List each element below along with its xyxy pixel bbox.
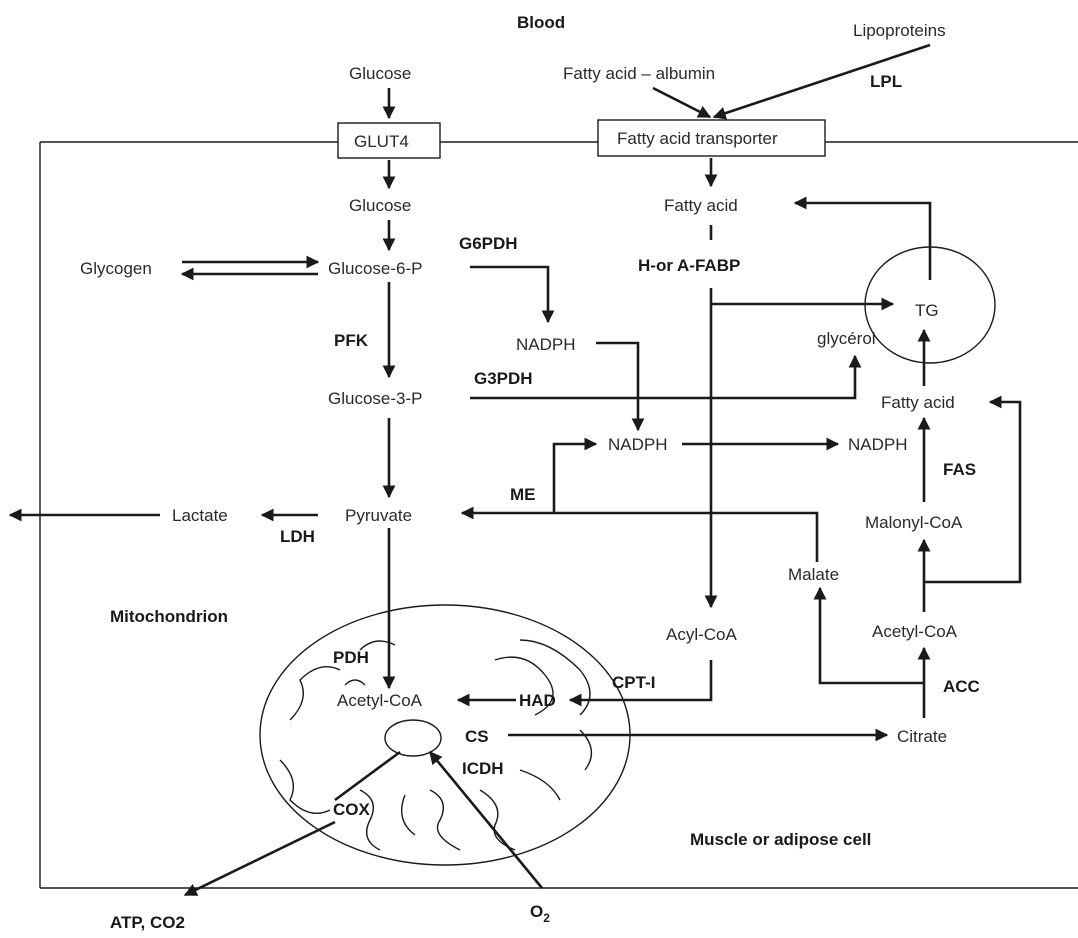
pathway-arrows bbox=[8, 43, 1022, 897]
nadph-label-1: NADPH bbox=[516, 335, 576, 354]
glucose-6p-label: Glucose-6-P bbox=[328, 259, 422, 278]
blood-label: Blood bbox=[517, 13, 565, 32]
o2-label: O2 bbox=[530, 902, 550, 925]
icdh-label: ICDH bbox=[462, 759, 504, 778]
lpl-label: LPL bbox=[870, 72, 902, 91]
pfk-label: PFK bbox=[334, 331, 369, 350]
fatty-acid-synth-label: Fatty acid bbox=[881, 393, 955, 412]
atp-co2-label: ATP, CO2 bbox=[110, 913, 185, 932]
tg-label: TG bbox=[915, 301, 939, 320]
malate-label: Malate bbox=[788, 565, 839, 584]
glucose-blood-label: Glucose bbox=[349, 64, 411, 83]
mitochondrion-shape bbox=[259, 604, 631, 866]
fas-label: FAS bbox=[943, 460, 976, 479]
citrate-label: Citrate bbox=[897, 727, 947, 746]
had-label: HAD bbox=[519, 691, 556, 710]
cpt1-label: CPT-I bbox=[612, 673, 655, 692]
fatty-acid-transporter-label: Fatty acid transporter bbox=[617, 129, 778, 148]
acetyl-coa-cyto-label: Acetyl-CoA bbox=[872, 622, 958, 641]
glucose-cell-label: Glucose bbox=[349, 196, 411, 215]
g6pdh-label: G6PDH bbox=[459, 234, 518, 253]
glycogen-label: Glycogen bbox=[80, 259, 152, 278]
acc-label: ACC bbox=[943, 677, 980, 696]
nadph-label-3: NADPH bbox=[848, 435, 908, 454]
nadph-label-2: NADPH bbox=[608, 435, 668, 454]
cox-label: COX bbox=[333, 800, 371, 819]
glucose-3p-label: Glucose-3-P bbox=[328, 389, 422, 408]
ldh-label: LDH bbox=[280, 527, 315, 546]
lipoproteins-label: Lipoproteins bbox=[853, 21, 946, 40]
fabp-label: H-or A-FABP bbox=[638, 256, 740, 275]
fatty-acid-cell-label: Fatty acid bbox=[664, 196, 738, 215]
g3pdh-label: G3PDH bbox=[474, 369, 533, 388]
lactate-label: Lactate bbox=[172, 506, 228, 525]
acyl-coa-label: Acyl-CoA bbox=[666, 625, 738, 644]
fatty-acid-transporter-box bbox=[597, 119, 826, 157]
me-label: ME bbox=[510, 485, 536, 504]
glut4-label: GLUT4 bbox=[354, 132, 409, 151]
enzyme-labels: LPL G6PDH H-or A-FABP PFK G3PDH FAS ME L… bbox=[280, 72, 980, 819]
glycerol-label: glycérol bbox=[817, 329, 876, 348]
mitochondrion-label: Mitochondrion bbox=[110, 607, 228, 626]
fatty-acid-albumin-label: Fatty acid – albumin bbox=[563, 64, 715, 83]
cell-label: Muscle or adipose cell bbox=[690, 830, 871, 849]
cs-label: CS bbox=[465, 727, 489, 746]
acetyl-coa-mito-label: Acetyl-CoA bbox=[337, 691, 423, 710]
malonyl-coa-label: Malonyl-CoA bbox=[865, 513, 963, 532]
glut4-box bbox=[337, 122, 441, 159]
pdh-label: PDH bbox=[333, 648, 369, 667]
pyruvate-label: Pyruvate bbox=[345, 506, 412, 525]
metabolite-labels: Glucose Fatty acid – albumin Lipoprotein… bbox=[80, 21, 963, 932]
